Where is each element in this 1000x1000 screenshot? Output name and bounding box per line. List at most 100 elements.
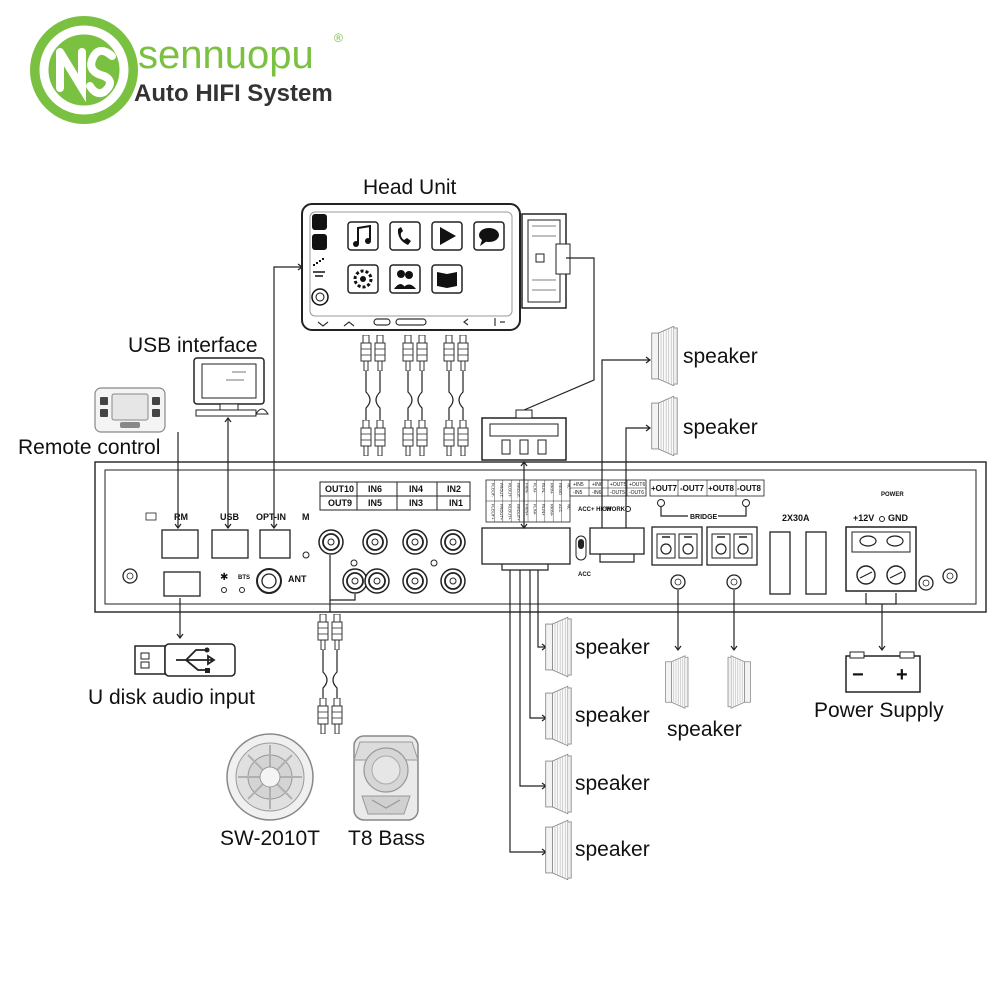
u-disk-label: U disk audio input (88, 686, 255, 709)
rca-top-0: OUT10 (325, 484, 354, 494)
connector-pin-label: FROUT- (499, 483, 504, 499)
speaker-label-1: speaker (683, 345, 758, 368)
brand-tagline: Auto HIFI System (134, 80, 333, 107)
ant-label: ANT (288, 574, 307, 584)
speaker-label-3: speaker (575, 636, 650, 659)
out-2: +OUT8 (708, 484, 735, 493)
small-bottom-1: -IN6 (592, 490, 602, 496)
remote-control (94, 387, 166, 433)
gnd-label: GND (888, 513, 909, 523)
battery: − + (845, 651, 921, 693)
rca-bottom-2: IN3 (409, 498, 423, 508)
opt-in-label: OPT-IN (256, 512, 286, 522)
connector-pin-label: RRIN- (550, 483, 555, 495)
small-bottom-0: -IN5 (573, 490, 583, 496)
connector-pin-label: REMO (558, 483, 563, 495)
amplifier-panel: RM USB OPT-IN M ✱ BTS ANT OUT10 IN6 IN4 … (94, 461, 987, 613)
u-disk-port[interactable] (163, 571, 201, 597)
usb-interface-label: USB interface (128, 334, 258, 357)
remote-control-label: Remote control (18, 436, 160, 459)
connector-pin-table: FLOUT-FROUT-RLOUT-RROUT-FRIN-FLIN-RLIN-R… (485, 479, 571, 523)
rm-port[interactable] (161, 529, 199, 559)
small-top-0: +IN5 (573, 482, 584, 488)
connector-pin-label: FROUT+ (499, 504, 504, 521)
out-3: -OUT8 (737, 484, 762, 493)
speaker-label-7: speaker (667, 718, 742, 741)
u-disk (134, 643, 236, 677)
small-top-1: +IN6 (592, 482, 603, 488)
rca-table: OUT10 IN6 IN4 IN2 OUT9 IN5 IN3 IN1 (319, 481, 471, 511)
brand-name: sennuopu (138, 33, 314, 77)
battery-minus: − (852, 664, 864, 686)
speakers: speaker speaker speaker speaker speaker … (545, 326, 758, 881)
battery-indicator-icon (145, 512, 157, 521)
usb-label: USB (220, 512, 240, 522)
sw-2010t-subwoofer (226, 733, 314, 821)
connector-pin-label: FRIN- (524, 483, 529, 494)
brand-logo: sennuopu ® Auto HIFI System (30, 16, 343, 124)
fuse-label: 2X30A (782, 513, 810, 523)
connector-pin-label: RLIN- (541, 483, 546, 494)
amp-harness-plug (481, 409, 567, 461)
connector-pin-label: NC (566, 504, 571, 510)
out-1: -OUT7 (680, 484, 705, 493)
speaker-label-6: speaker (575, 838, 650, 861)
out78-table: +OUT7 -OUT7 +OUT8 -OUT8 (649, 479, 765, 497)
aux-harness-socket[interactable] (589, 527, 645, 555)
fuse-2[interactable] (805, 531, 827, 595)
rca-cable-subwoofer (317, 614, 343, 734)
out-0: +OUT7 (651, 484, 678, 493)
head-unit-harness (521, 213, 571, 309)
m-label: M (302, 512, 310, 522)
t8-label: T8 Bass (348, 827, 425, 850)
acc-label: ACC (578, 572, 592, 578)
usb-interface-computer (193, 357, 269, 417)
connector-pin-label: FRIN+ (524, 504, 529, 516)
connector-pin-label: FLIN- (533, 483, 538, 494)
small-bottom-2: -OUT5 (610, 490, 625, 496)
fuse-1[interactable] (769, 531, 791, 595)
speaker-label-5: speaker (575, 772, 650, 795)
connector-pin-label: RROUT+ (516, 504, 521, 521)
small-top-3: +OUT6 (629, 482, 645, 488)
sw-label: SW-2010T (220, 827, 320, 850)
speaker-terminals-out8[interactable] (706, 526, 758, 566)
bts-label: BTS (238, 575, 250, 581)
head-unit (301, 203, 571, 331)
usb-symbol-icon (176, 649, 216, 671)
head-unit-label: Head Unit (363, 176, 457, 199)
connector-pin-label: RRIN+ (550, 504, 555, 517)
speaker-label-4: speaker (575, 704, 650, 727)
connector-pin-label: NC (566, 483, 571, 489)
connector-pin-label: ACC (558, 504, 563, 513)
small-bottom-3: -OUT6 (629, 490, 644, 496)
small-top-2: +OUT5 (610, 482, 626, 488)
rca-cables-head-unit (360, 335, 469, 456)
power-label: POWER (881, 492, 904, 498)
rca-jacks (318, 529, 466, 594)
connector-pin-label: FLIN+ (533, 504, 538, 516)
acc-high-label: ACC+ HIGH (578, 507, 611, 513)
connector-pin-label: FLOUT+ (491, 504, 496, 520)
opt-in-port[interactable] (259, 529, 291, 559)
t8-bass-subwoofer (353, 735, 419, 821)
wires (174, 257, 897, 856)
rca-top-3: IN2 (447, 484, 461, 494)
rm-label: RM (174, 512, 188, 522)
connector-pin-label: RLOUT+ (508, 504, 513, 521)
work-label: WORK (606, 507, 626, 513)
power-terminal-block[interactable] (845, 526, 917, 592)
usb-port[interactable] (211, 529, 249, 559)
registered-mark: ® (334, 31, 343, 45)
speaker-terminals-out7[interactable] (651, 526, 703, 566)
rca-top-2: IN4 (409, 484, 423, 494)
bridge-label: BRIDGE (690, 514, 718, 521)
bluetooth-icon: ✱ (220, 572, 228, 583)
small-io-table: +IN5 +IN6 +OUT5 +OUT6 -IN5 -IN6 -OUT5 -O… (569, 479, 647, 497)
main-harness-socket[interactable] (481, 527, 571, 565)
plus12v-label: +12V (853, 513, 874, 523)
rca-top-1: IN6 (368, 484, 382, 494)
rca-bottom-1: IN5 (368, 498, 382, 508)
power-supply-label: Power Supply (814, 699, 944, 722)
